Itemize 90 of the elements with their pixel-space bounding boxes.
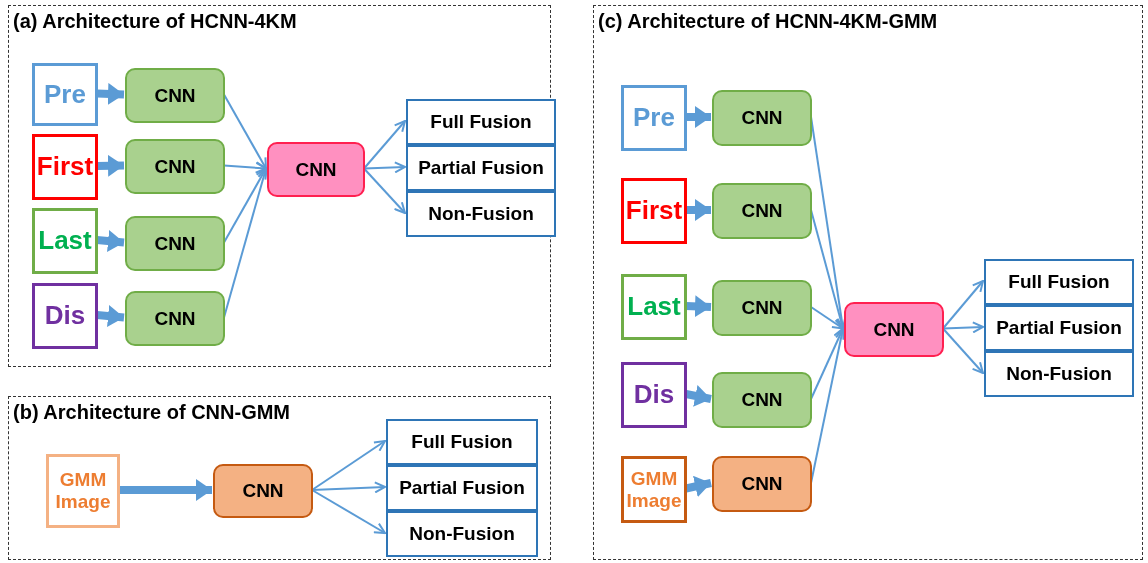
dashed-panel [8, 396, 551, 560]
input-box [32, 283, 98, 349]
box-label: Dis [44, 301, 86, 331]
panel-heading: (b) Architecture of CNN-GMM [13, 401, 291, 424]
input-box [621, 178, 687, 244]
output-cell [406, 99, 556, 145]
box-label: CNN [741, 200, 783, 222]
arrow [96, 154, 125, 177]
cnn-box [844, 302, 944, 357]
box-label: First [36, 152, 94, 182]
box-label: Non-Fusion [1006, 363, 1112, 385]
arrow [810, 327, 845, 400]
box-label: GMM Image [625, 467, 683, 512]
box-label: CNN [154, 232, 196, 255]
output-cell [386, 511, 538, 557]
box-label: CNN [154, 155, 196, 178]
box-label: CNN [242, 480, 284, 502]
cnn-box [712, 183, 812, 239]
cnn-box [712, 280, 812, 336]
arrow [311, 481, 386, 494]
cnn-box [712, 372, 812, 428]
box-label: First [625, 196, 683, 226]
output-cell [386, 465, 538, 511]
box-label: CNN [873, 318, 915, 341]
output-cell [386, 419, 538, 465]
cnn-box [125, 139, 225, 194]
arrow [686, 106, 711, 128]
input-box [621, 85, 687, 151]
input-box [46, 454, 120, 528]
arrow [942, 280, 984, 330]
input-box [621, 456, 687, 523]
box-label: Partial Fusion [996, 317, 1122, 339]
box-label: CNN [741, 107, 783, 129]
box-label: Last [38, 226, 92, 256]
arrow [942, 327, 984, 374]
box-label: Non-Fusion [428, 203, 534, 225]
arrow [96, 305, 125, 327]
output-cell [406, 145, 556, 191]
box-label: Pre [44, 79, 86, 110]
arrow [363, 120, 406, 170]
box-label: Last [627, 292, 681, 322]
cnn-box [213, 464, 313, 518]
arrow [96, 82, 125, 105]
output-cell [984, 259, 1134, 305]
arrow [686, 199, 711, 221]
arrow [685, 475, 712, 498]
arrow [810, 306, 844, 330]
panel-heading: (a) Architecture of HCNN-4KM [13, 10, 297, 33]
box-label: Dis [633, 380, 675, 410]
arrow [363, 161, 406, 174]
box-label: CNN [295, 158, 337, 181]
cnn-box [712, 456, 812, 512]
output-cell [406, 191, 556, 237]
arrow [685, 295, 712, 318]
input-box [32, 63, 98, 126]
box-label: GMM Image [54, 469, 112, 513]
cnn-box [125, 216, 225, 271]
arrow [223, 93, 267, 170]
dashed-panel [593, 5, 1143, 560]
arrow [942, 321, 984, 334]
input-box [621, 274, 687, 340]
arrow [96, 230, 125, 252]
input-box [621, 362, 687, 428]
box-label: Full Fusion [430, 111, 532, 133]
box-label: Partial Fusion [399, 477, 525, 499]
cnn-box [125, 68, 225, 123]
cnn-box [267, 142, 365, 197]
box-label: Full Fusion [411, 431, 513, 453]
box-label: CNN [154, 307, 196, 330]
arrow [223, 161, 267, 174]
box-label: Partial Fusion [418, 157, 544, 179]
box-label: Pre [633, 103, 675, 133]
arrow [311, 489, 386, 534]
cnn-box [125, 291, 225, 346]
output-cell [984, 351, 1134, 397]
arrow [311, 440, 386, 491]
output-cell [984, 305, 1134, 351]
box-label: Non-Fusion [409, 523, 515, 545]
cnn-box [712, 90, 812, 146]
input-box [32, 208, 98, 274]
box-label: CNN [154, 84, 196, 107]
panel-heading: (c) Architecture of HCNN-4KM-GMM [598, 10, 938, 33]
arrow [363, 167, 406, 214]
input-box [32, 134, 98, 200]
box-label: CNN [741, 297, 783, 319]
box-label: CNN [741, 473, 783, 495]
box-label: CNN [741, 389, 783, 411]
box-label: Full Fusion [1008, 271, 1110, 293]
arrow [685, 385, 712, 407]
arrow [119, 479, 212, 501]
